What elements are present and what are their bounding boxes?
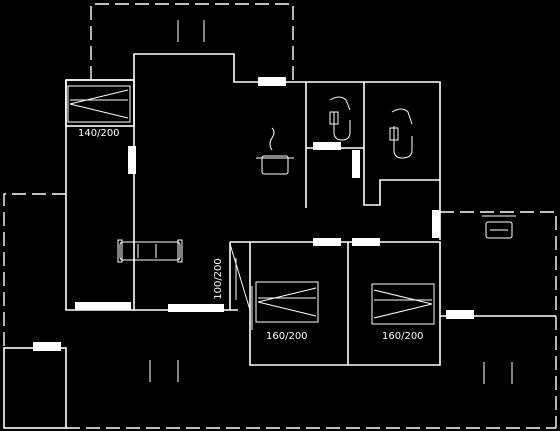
terrace-top-outline (90, 3, 294, 80)
door-bedroom-2 (352, 238, 380, 246)
bed-icon (67, 85, 131, 123)
bed-size-label-vertical: 100/200 (212, 258, 224, 300)
car-icon (482, 215, 516, 239)
toilet-icon (329, 96, 351, 141)
bed-size-label-bottom-right: 160/200 (382, 331, 424, 342)
bottom-left-room (3, 347, 67, 429)
bed-icon (371, 283, 435, 325)
outer-wall-upper (66, 53, 441, 240)
right-yard-outline (440, 211, 557, 428)
sofa-icon (117, 239, 183, 263)
window-bottom-2 (168, 304, 224, 312)
door-left-bedroom (128, 146, 136, 174)
door-right-exterior (446, 310, 474, 319)
bed-size-label-top: 140/200 (78, 128, 120, 139)
window-bottom-1 (75, 302, 131, 310)
pot-icon (256, 127, 294, 175)
door-right (432, 210, 440, 238)
left-yard-outline (3, 193, 66, 350)
door-bottom-left (33, 342, 61, 351)
bed-icon (255, 281, 319, 323)
bedroom-diagonal (229, 243, 251, 311)
bedrooms-block (229, 241, 441, 366)
window-top (258, 77, 286, 86)
bedroom-left-frame (65, 79, 135, 127)
door-bedroom-1 (313, 238, 341, 246)
bed-size-label-bottom-left: 160/200 (266, 331, 308, 342)
door-bath-2 (352, 150, 360, 178)
toilet-icon (389, 108, 413, 159)
door-bath-1 (313, 142, 341, 150)
